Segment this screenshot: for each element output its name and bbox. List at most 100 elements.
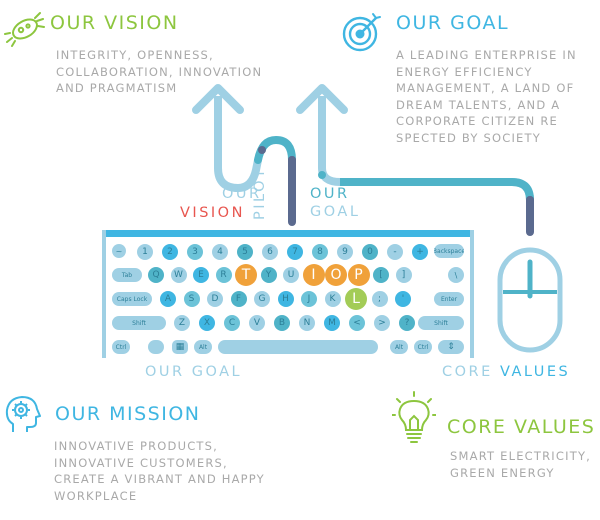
- keyboard-key: K: [324, 291, 341, 307]
- keyboard-key: ]: [395, 267, 412, 283]
- keyboard-key: R: [215, 267, 232, 283]
- values-label: VALUES: [500, 364, 571, 380]
- keyboard-key: V: [249, 315, 265, 331]
- mission-line: INNOVATIVE PRODUCTS,: [54, 439, 219, 453]
- vision-line: COLLABORATION, INNOVATION: [56, 64, 263, 79]
- goal-line: A LEADING ENTERPRISE IN: [396, 48, 577, 62]
- keyboard-key: J: [301, 291, 317, 307]
- goal-line: SPECTED BY SOCIETY: [396, 130, 541, 145]
- values-line: GREEN ENERGY: [450, 465, 555, 480]
- right-teal-pipe: [340, 178, 534, 201]
- vision-line: AND PRAGMATISM: [56, 81, 178, 95]
- keyboard-key: ;: [371, 291, 388, 307]
- keyboard-key: Y: [260, 267, 277, 283]
- keyboard-key: A: [160, 291, 176, 307]
- goal-line: DREAM TALENTS, AND A: [396, 97, 561, 112]
- keyboard-key: ?: [399, 315, 415, 331]
- keyboard-key: ': [395, 291, 411, 307]
- keyboard-key: Z: [174, 315, 190, 331]
- vision-line: INTEGRITY, OPENNESS,: [56, 48, 214, 62]
- mission-line: INNOVATIVE CUSTOMERS,: [54, 455, 228, 470]
- keyboard-key: 2: [162, 244, 178, 260]
- keyboard-key: G: [254, 291, 270, 307]
- values-description: SMART ELECTRICITY, GREEN ENERGY: [450, 448, 600, 481]
- windows-key: ▦: [172, 340, 188, 354]
- pipe-joint: [258, 146, 266, 154]
- our-vision-label-1: OUR: [222, 186, 262, 202]
- keyboard-key: 8: [312, 244, 328, 260]
- keyboard-key: F: [230, 291, 247, 307]
- goal-title: OUR GOAL: [396, 12, 510, 34]
- keyboard-key: M: [324, 315, 340, 331]
- space-bar: [218, 340, 378, 354]
- vision-title: OUR VISION: [50, 12, 179, 34]
- mouse-body: [497, 247, 563, 353]
- keyboard-key: 0: [362, 244, 378, 260]
- keyboard-key: [148, 340, 164, 354]
- keyboard-key: Tab: [112, 268, 142, 282]
- keyboard-key: X: [199, 315, 215, 331]
- highlight-key-O: O: [325, 264, 347, 286]
- highlight-key-I: I: [302, 264, 325, 286]
- keyboard-key: Alt: [194, 340, 212, 354]
- values-title: CORE VALUES: [447, 416, 596, 438]
- goal-line: CORPORATE CITIZEN RE: [396, 114, 558, 128]
- goal-line: ENERGY EFFICIENCY: [396, 64, 533, 79]
- our-vision-label-2: VISION: [180, 205, 245, 221]
- our-goal-label-1: OUR: [310, 186, 350, 202]
- pipe-joint: [526, 196, 534, 204]
- keyboard-key: 6: [262, 244, 278, 260]
- left-arrow-head: [192, 84, 244, 114]
- keyboard-top-bar: [102, 230, 474, 237]
- arrow-keys: ⇕: [438, 340, 464, 354]
- keyboard-key: 5: [237, 244, 253, 260]
- keyboard-key: ~: [112, 244, 126, 258]
- keyboard-key: E: [193, 267, 209, 283]
- keyboard-key: Shift: [418, 316, 464, 330]
- keyboard-key: \: [448, 267, 464, 283]
- keyboard-key: -: [387, 244, 403, 260]
- keyboard-key: Backspace: [434, 244, 464, 258]
- highlight-key-T: T: [235, 264, 257, 286]
- keyboard-key: N: [299, 315, 315, 331]
- highlight-key-L: L: [345, 288, 367, 310]
- keyboard-key: >: [374, 315, 390, 331]
- keyboard-key: 4: [212, 244, 228, 260]
- goal-line: MANAGEMENT, A LAND OF: [396, 81, 575, 95]
- pipe-joint: [318, 171, 326, 179]
- keyboard-key: Ctrl: [112, 340, 130, 354]
- keyboard-right-bar: [470, 230, 474, 358]
- keyboard-key: Alt: [390, 340, 408, 354]
- keyboard-key: <: [349, 315, 365, 331]
- core-label: CORE: [442, 364, 493, 380]
- keyboard-left-bar: [102, 230, 106, 358]
- goal-description: A LEADING ENTERPRISE IN ENERGY EFFICIENC…: [396, 47, 596, 146]
- keyboard-key: Shift: [112, 316, 166, 330]
- keyboard-key: [: [373, 267, 389, 283]
- keyboard-key: 9: [337, 244, 353, 260]
- keyboard-key: Ctrl: [414, 340, 432, 354]
- keyboard-key: C: [224, 315, 240, 331]
- kbd-our-goal-label: OUR GOAL: [145, 364, 243, 380]
- vision-description: INTEGRITY, OPENNESS, COLLABORATION, INNO…: [56, 47, 266, 97]
- mission-description: INNOVATIVE PRODUCTS, INNOVATIVE CUSTOMER…: [54, 438, 344, 504]
- highlight-key-P: P: [347, 264, 370, 286]
- mission-line: CREATE A VIBRANT AND HAPPY WORKPLACE: [54, 472, 265, 503]
- pilot-label: PILOT: [252, 166, 268, 220]
- pipe-joint: [288, 156, 296, 164]
- mission-title: OUR MISSION: [55, 403, 201, 425]
- keyboard-key: 7: [287, 244, 303, 260]
- mission-icon: [3, 394, 41, 434]
- keyboard-key: 3: [187, 244, 203, 260]
- keyboard-key: D: [207, 291, 223, 307]
- keyboard-key: +: [412, 244, 428, 260]
- values-icon: [391, 390, 437, 444]
- vision-icon: [4, 10, 46, 48]
- keyboard-key: S: [183, 291, 200, 307]
- our-goal-label-2: GOAL: [310, 204, 361, 220]
- keyboard-key: B: [274, 315, 290, 331]
- right-arrow-head: [296, 84, 348, 114]
- keyboard-key: W: [170, 267, 187, 283]
